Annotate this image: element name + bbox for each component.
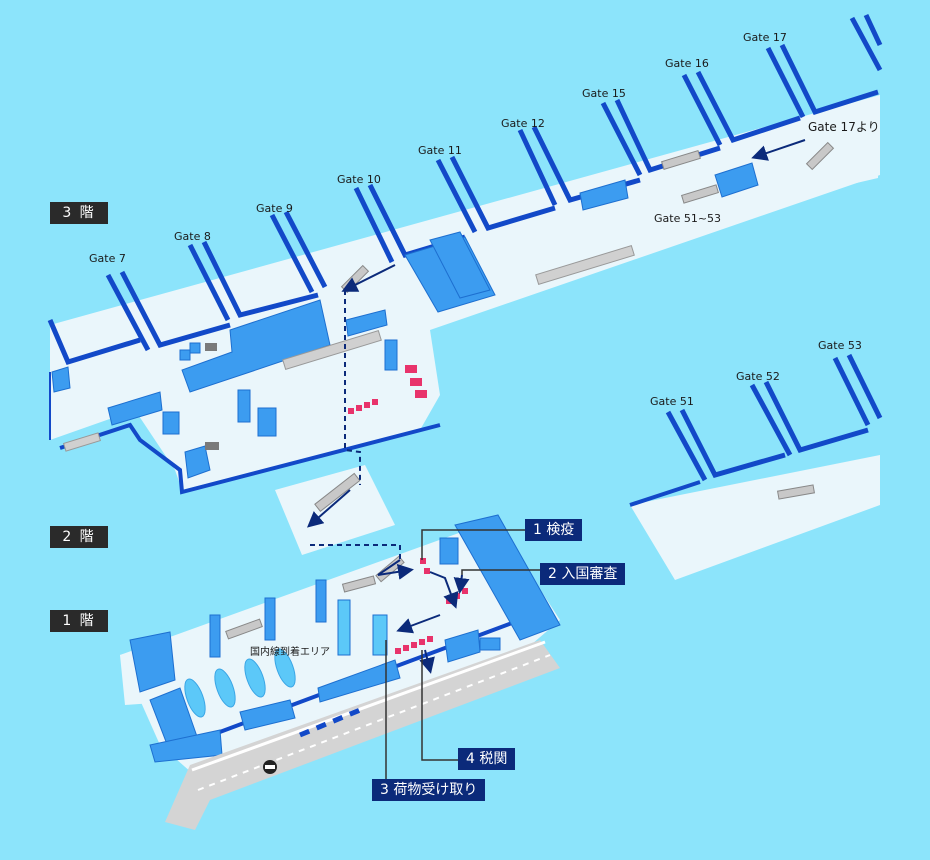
domestic-arrival-area-label: 国内線到着エリア [250, 645, 330, 658]
escalator-icon [535, 244, 635, 286]
gate-11-label: Gate 11 [418, 144, 462, 157]
counters-3f [348, 365, 427, 414]
gate-17-label: Gate 17 [743, 31, 787, 44]
from-gate-17-label: Gate 17より [808, 120, 880, 134]
gate-9-label: Gate 9 [256, 202, 293, 215]
route-arrow-icon [306, 489, 351, 528]
gate-53-label: Gate 53 [818, 339, 862, 352]
gate-7-label: Gate 7 [89, 252, 126, 265]
gate-52-label: Gate 52 [736, 370, 780, 383]
floor-3-tag: 3 階 [50, 202, 108, 224]
step-1-quarantine: 1 検疫 [525, 519, 583, 541]
escalator-icon [62, 432, 102, 452]
step-4-customs: 4 税関 [458, 748, 516, 770]
gate-15-label: Gate 15 [582, 87, 626, 100]
step-3-baggage-claim: 3 荷物受け取り [372, 779, 486, 801]
gate-51-53-label: Gate 51~53 [654, 212, 721, 225]
escalators-3f [62, 141, 835, 452]
gate-10-label: Gate 10 [337, 173, 381, 186]
gate-12-label: Gate 12 [501, 117, 545, 130]
arrival-route [306, 139, 806, 674]
route-arrow-icon [751, 139, 806, 161]
route-arrow-icon [429, 571, 459, 609]
floor3-buildings [51, 162, 759, 479]
step-leaders [385, 529, 540, 780]
gate-51-label: Gate 51 [650, 395, 694, 408]
escalator-icon [680, 184, 720, 204]
escalator-icon [282, 329, 382, 371]
escalator-icon [314, 472, 361, 513]
annex-slab [629, 353, 883, 580]
escalator-icon [805, 141, 835, 171]
curbside-road [165, 640, 560, 830]
escalator-icon [225, 618, 263, 640]
gate-8-label: Gate 8 [174, 230, 211, 243]
escalator-icon [661, 149, 701, 171]
floor-2-tag: 2 階 [50, 526, 108, 548]
route-arrow-icon [419, 649, 435, 674]
route-arrow-icon [396, 614, 441, 634]
floor1-carousels [184, 648, 296, 718]
floor-1-tag: 1 階 [50, 610, 108, 632]
taxi-icon [263, 760, 277, 774]
floor3-gray-blocks [205, 343, 219, 450]
step-2-immigration: 2 入国審査 [540, 563, 626, 585]
floor1-buildings [129, 514, 561, 763]
escalator-icon [776, 484, 816, 500]
route-arrow-icon [453, 574, 470, 594]
route-arrow-icon [341, 264, 396, 292]
route-arrow-icon [377, 559, 414, 580]
gate-16-label: Gate 16 [665, 57, 709, 70]
escalator-icon [341, 575, 377, 593]
floor2-slab [275, 465, 395, 555]
